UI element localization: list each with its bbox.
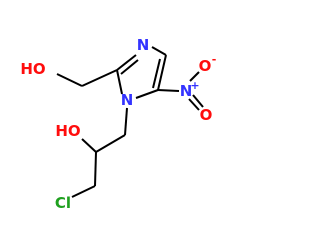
bond-n3-c4 [151, 46, 167, 56]
atom-nitro-o-bottom-label: O [200, 106, 213, 124]
atom-nitro-n-label: N [180, 82, 193, 100]
bond-c4-c5-double [152, 58, 161, 89]
bond-c5-n1 [135, 89, 159, 99]
bond-ch2-oh [56, 73, 83, 87]
bond-ch2-cl [71, 185, 96, 198]
atom-nitro-o-top-charge: - [212, 53, 217, 66]
bond-nnitro-obottom-double [188, 98, 200, 111]
bond-nnitro-otop [189, 71, 200, 82]
bond-c2-n3-double [120, 59, 139, 75]
bond-c2-n3 [116, 54, 137, 71]
atom-propanol-oh-label: HO [55, 122, 80, 140]
atom-n3-label: N [137, 36, 150, 54]
bond-nnitro-obottom [192, 94, 204, 108]
bond-c5-nnitro [157, 89, 180, 92]
atom-cl-label: Cl [55, 194, 71, 212]
bond-c2-ch2 [81, 69, 118, 87]
molecule-structure: N N N + O - O HO HO Cl [20, 36, 216, 212]
atom-n1-label: N [121, 91, 134, 109]
bond-n1-ch2 [124, 107, 128, 136]
bond-n1-c2 [116, 69, 123, 95]
bond-choh-ch2cl [94, 151, 97, 187]
bonds [56, 46, 204, 198]
atom-methanol-oh-label: HO [20, 60, 45, 78]
atom-nitro-n-charge: + [190, 79, 199, 92]
atom-labels: N N N + O - O HO HO Cl [20, 36, 216, 212]
atom-nitro-o-top-label: O [199, 57, 212, 75]
bond-c4-c5 [157, 54, 167, 91]
bond-ch2-choh [95, 134, 126, 153]
bond-choh-oh [81, 138, 97, 153]
